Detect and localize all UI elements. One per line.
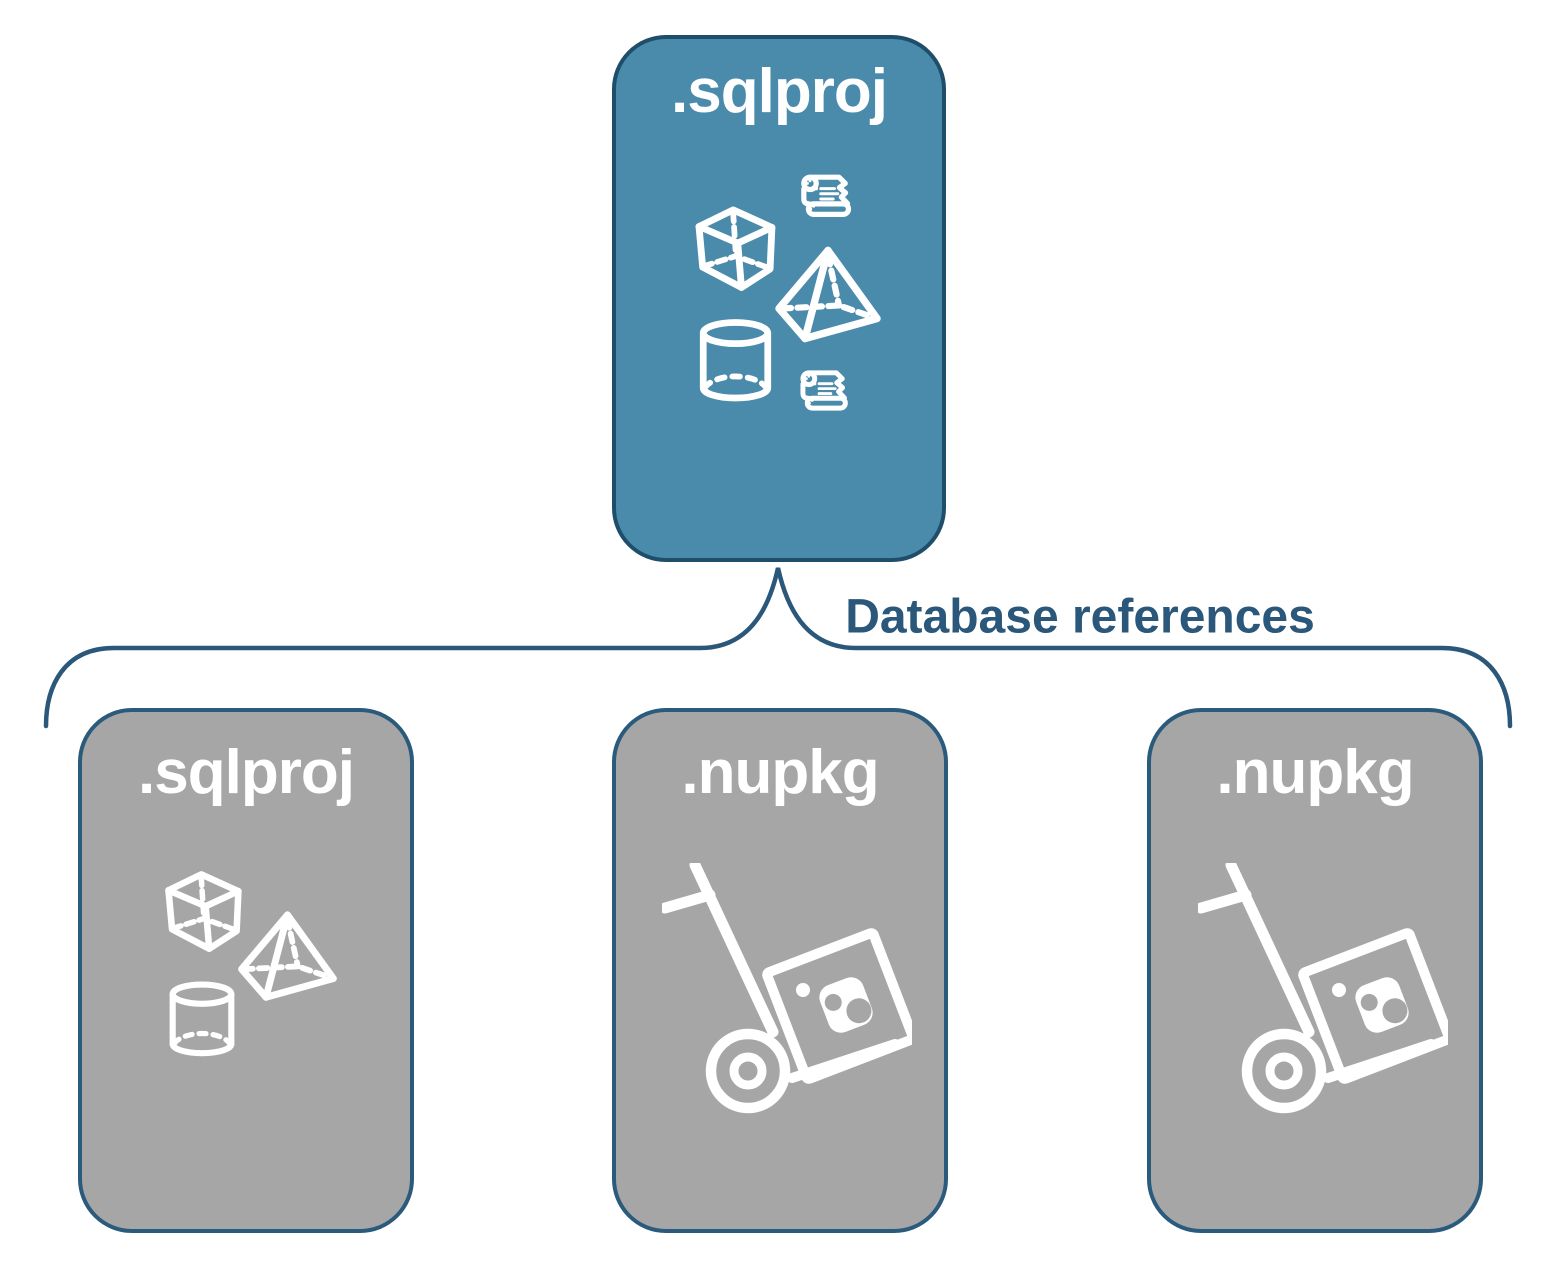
referenced-nupkg-title-1: .nupkg	[681, 738, 879, 807]
root-box-title: .sqlproj	[671, 57, 888, 126]
referenced-sqlproj-title: .sqlproj	[138, 738, 355, 807]
root-sqlproj-box: .sqlproj	[612, 35, 946, 562]
referenced-nupkg-box-2: .nupkg	[1147, 708, 1483, 1233]
referenced-nupkg-title-2: .nupkg	[1216, 738, 1414, 807]
referenced-nupkg-box-1: .nupkg	[612, 708, 948, 1233]
database-references-label: Database references	[845, 590, 1315, 644]
referenced-sqlproj-box: .sqlproj	[78, 708, 414, 1233]
